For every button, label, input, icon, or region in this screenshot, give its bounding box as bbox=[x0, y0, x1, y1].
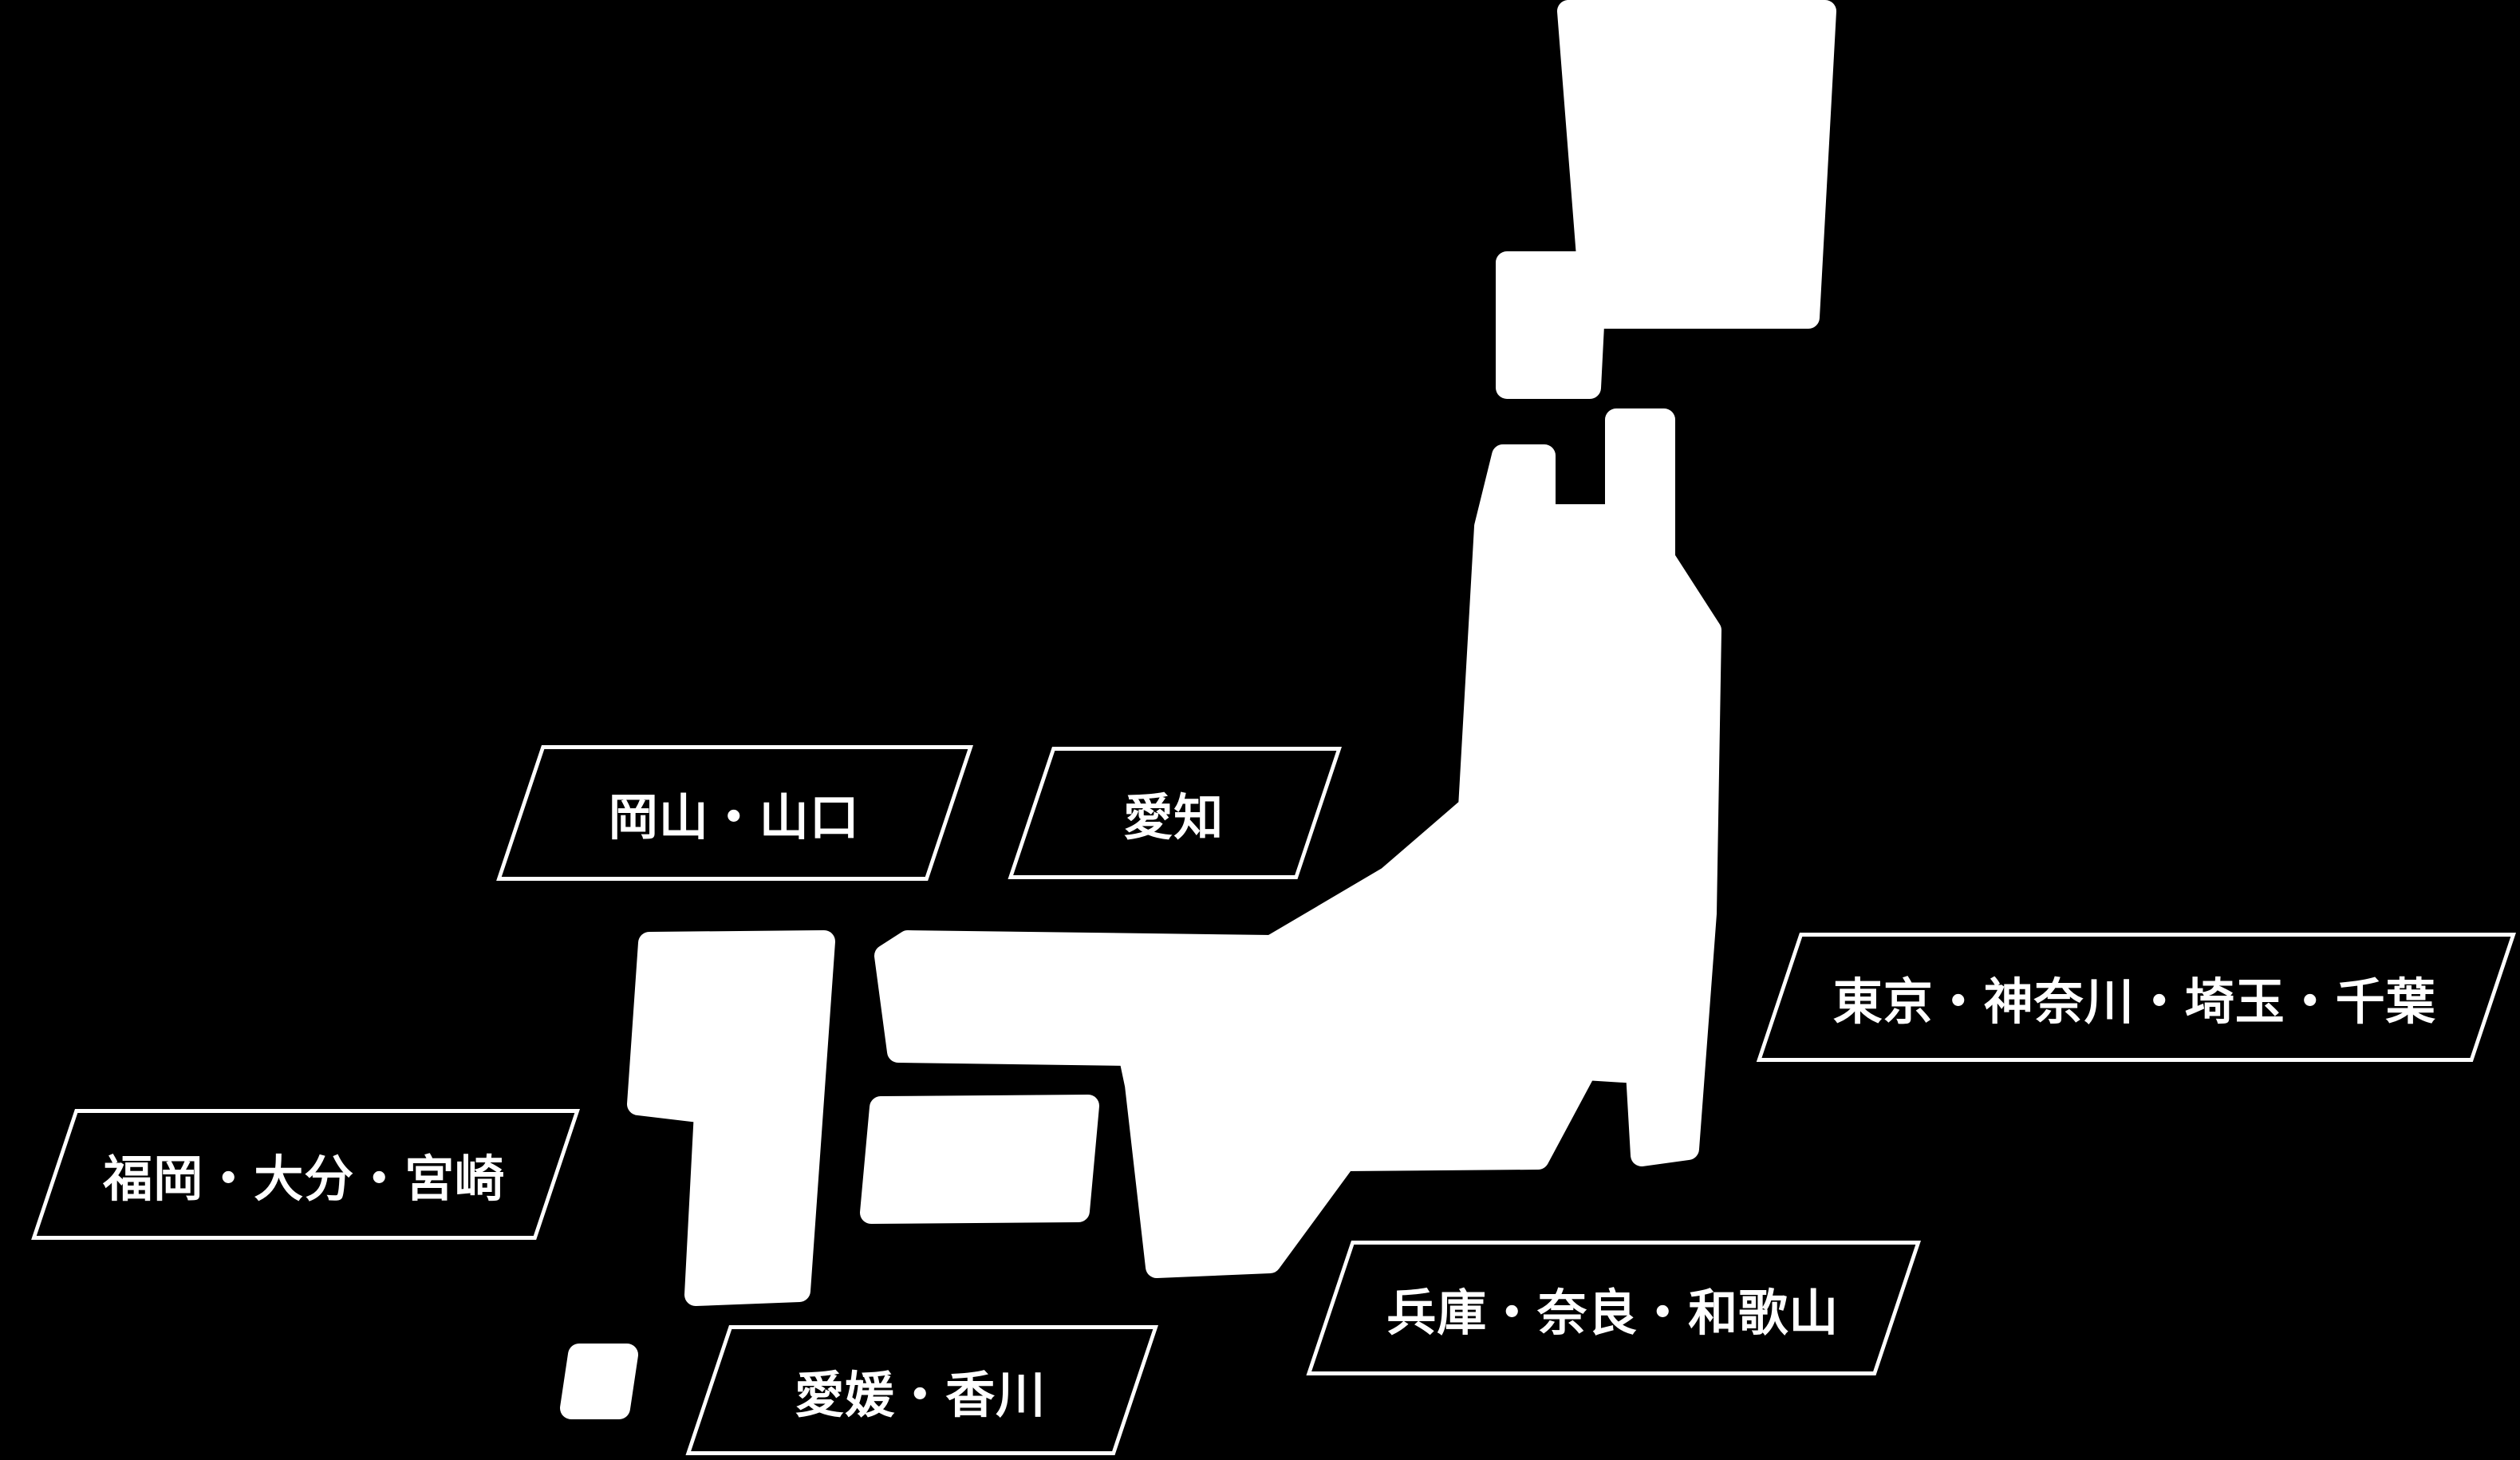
region-label-fukuoka-oita-miyazaki[interactable]: 福岡・大分・宮崎 bbox=[31, 1109, 581, 1240]
region-label-text-tokyo-kanagawa-saitama-chiba: 東京・神奈川・埼玉・千葉 bbox=[1832, 975, 2436, 1030]
island-hokkaido bbox=[1557, 0, 1836, 329]
island-shikoku bbox=[860, 1095, 1099, 1224]
island-okinawa bbox=[560, 1344, 638, 1419]
region-label-text-ehime-kagawa: 愛媛・香川 bbox=[795, 1367, 1047, 1423]
region-label-ehime-kagawa[interactable]: 愛媛・香川 bbox=[685, 1325, 1158, 1455]
region-label-hyogo-nara-wakayama[interactable]: 兵庫・奈良・和歌山 bbox=[1306, 1241, 1921, 1375]
island-hokkaido-peninsula bbox=[1496, 251, 1607, 399]
region-label-aichi[interactable]: 愛知 bbox=[1008, 747, 1342, 879]
region-label-text-aichi: 愛知 bbox=[1123, 791, 1225, 846]
region-label-okayama-yamaguchi[interactable]: 岡山・山口 bbox=[496, 745, 973, 881]
region-label-tokyo-kanagawa-saitama-chiba[interactable]: 東京・神奈川・埼玉・千葉 bbox=[1756, 933, 2516, 1062]
region-label-text-fukuoka-oita-miyazaki: 福岡・大分・宮崎 bbox=[103, 1152, 506, 1207]
island-honshu bbox=[874, 408, 1721, 1278]
region-label-text-okayama-yamaguchi: 岡山・山口 bbox=[608, 791, 860, 846]
island-kyushu bbox=[627, 930, 835, 1306]
region-label-text-hyogo-nara-wakayama: 兵庫・奈良・和歌山 bbox=[1386, 1285, 1840, 1341]
